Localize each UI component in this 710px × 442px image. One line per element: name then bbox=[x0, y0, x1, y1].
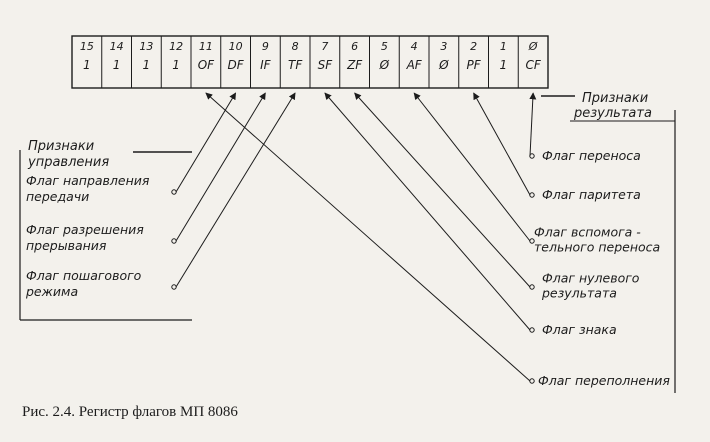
control-item-label: передачи bbox=[26, 189, 89, 204]
register-bit-value: AF bbox=[406, 58, 423, 72]
connector-dot bbox=[171, 284, 177, 290]
result-item-label: результата bbox=[541, 286, 617, 301]
control-item-label: Флаг пошагового bbox=[26, 268, 142, 283]
register-bit-value: 1 bbox=[113, 58, 121, 72]
result-item-label: Флаг знака bbox=[542, 322, 617, 337]
register-bit-number: 8 bbox=[292, 40, 299, 53]
register-bit-value: TF bbox=[288, 58, 303, 72]
pointer-line bbox=[175, 92, 266, 242]
register-bit-value: Ø bbox=[379, 58, 390, 72]
register-bit-value: DF bbox=[228, 58, 245, 72]
figure-caption: Рис. 2.4. Регистр флагов МП 8086 bbox=[22, 404, 238, 420]
register-bit-value: 1 bbox=[143, 58, 151, 72]
connector-dot bbox=[529, 284, 535, 290]
result-item-label: Флаг вспомога - bbox=[534, 225, 641, 240]
result-item-label: тельного переноса bbox=[534, 240, 660, 255]
connector-dot bbox=[529, 153, 535, 159]
result-item-label: Флаг нулевого bbox=[542, 271, 640, 286]
register-bit-number: 2 bbox=[470, 40, 477, 53]
register-dividers bbox=[101, 36, 519, 88]
register-bit-value: Ø bbox=[438, 58, 449, 72]
connector-dot bbox=[529, 192, 535, 198]
register-bit-value: PF bbox=[467, 58, 482, 72]
register-bit-value: ZF bbox=[346, 58, 363, 72]
connector-dot bbox=[529, 238, 535, 244]
register-bit-value: IF bbox=[260, 58, 272, 72]
register-bit-value: CF bbox=[525, 58, 541, 72]
register-bit-number: 15 bbox=[80, 40, 94, 53]
result-group-title-line-1: Признаки bbox=[582, 91, 648, 106]
pointer-line bbox=[324, 92, 531, 331]
register-bit-number: 4 bbox=[411, 40, 418, 53]
connector-dot bbox=[171, 238, 177, 244]
register-bit-number: 1 bbox=[500, 40, 507, 53]
connector-dot bbox=[529, 378, 535, 384]
result-item-label: Флаг переполнения bbox=[538, 373, 670, 388]
control-group-title-line-2: управления bbox=[27, 155, 109, 170]
pointer-line bbox=[175, 92, 296, 288]
register-bit-number: 14 bbox=[110, 40, 124, 53]
control-group-title-line-1: Признаки bbox=[28, 139, 94, 154]
register-bit-number: 10 bbox=[229, 40, 243, 53]
register-bit-number: 6 bbox=[351, 40, 358, 53]
pointer-lines bbox=[175, 92, 537, 382]
register-bit-number: 9 bbox=[262, 40, 269, 53]
register-bit-number: 13 bbox=[139, 40, 153, 53]
register-bit-number: 3 bbox=[440, 40, 447, 53]
register-bit-value: 1 bbox=[172, 58, 180, 72]
register-bit-number: 7 bbox=[321, 40, 328, 53]
connector-dot bbox=[529, 327, 535, 333]
register-bit-value: SF bbox=[318, 58, 334, 72]
register-bit-number: 11 bbox=[199, 40, 213, 53]
result-item-label: Флаг переноса bbox=[542, 148, 641, 163]
register-bit-number: Ø bbox=[528, 40, 538, 53]
control-item-label: Флаг разрешения bbox=[26, 222, 144, 237]
pointer-line bbox=[413, 92, 531, 242]
control-item-label: прерывания bbox=[26, 238, 107, 253]
register-cells: 15114113112111OF10DF9IF8TF7SF6ZF5Ø4AF3Ø2… bbox=[80, 40, 542, 72]
pointer-line bbox=[529, 92, 537, 157]
register-bit-value: 1 bbox=[83, 58, 91, 72]
connector-dot bbox=[171, 189, 177, 195]
pointer-line bbox=[473, 92, 531, 196]
register-bit-number: 5 bbox=[381, 40, 388, 53]
control-item-label: режима bbox=[25, 284, 78, 299]
register-box: 15114113112111OF10DF9IF8TF7SF6ZF5Ø4AF3Ø2… bbox=[71, 35, 549, 89]
control-item-label: Флаг направления bbox=[26, 173, 150, 188]
pointer-line bbox=[175, 92, 237, 193]
result-group-title-line-2: результата bbox=[573, 106, 652, 121]
result-item-label: Флаг паритета bbox=[542, 187, 641, 202]
pointer-line bbox=[205, 92, 531, 382]
control-group: Признаки управления Флаг направленияпере… bbox=[19, 139, 192, 321]
pointer-line bbox=[354, 92, 531, 288]
register-bit-value: 1 bbox=[500, 58, 508, 72]
register-bit-value: OF bbox=[198, 58, 215, 72]
register-bit-number: 12 bbox=[169, 40, 183, 53]
